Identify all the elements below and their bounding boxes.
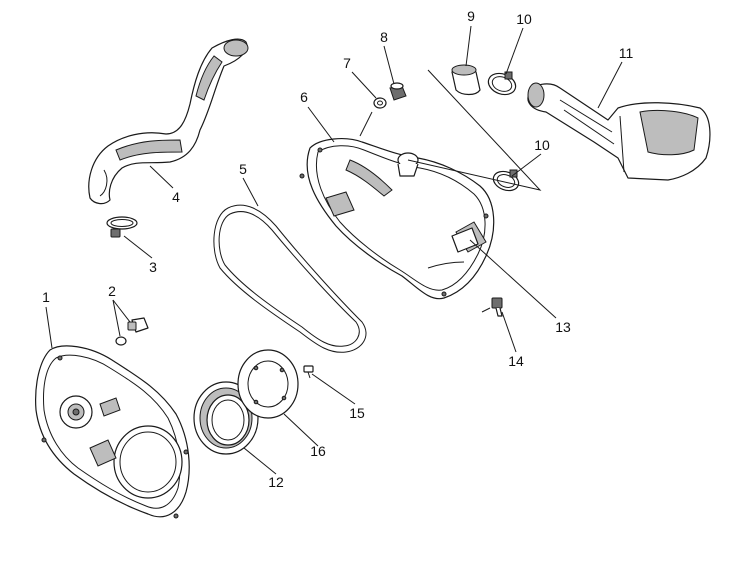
callout-15: 15 [349, 405, 365, 421]
callout-2: 2 [108, 283, 116, 299]
callout-14: 14 [508, 353, 524, 369]
callout-12: 12 [268, 474, 284, 490]
part-2-bolt-washer [115, 317, 149, 346]
leader-lines [45, 25, 623, 475]
callout-4: 4 [172, 189, 180, 205]
part-13-label [451, 227, 479, 253]
callout-7: 7 [343, 55, 351, 71]
part-16-plate [237, 349, 299, 419]
part-9-coupler [451, 64, 481, 96]
part-12-seal [193, 381, 259, 455]
part-1-outer-cover [35, 345, 190, 519]
callout-1: 1 [42, 289, 50, 305]
callout-5: 5 [239, 161, 247, 177]
callout-numbers: 1 2 3 4 5 6 7 8 9 10 10 11 12 13 14 15 1… [42, 8, 633, 490]
callout-11: 11 [619, 45, 634, 61]
callout-6: 6 [300, 89, 308, 105]
part-5-drive-belt [213, 204, 367, 353]
part-6-inner-cover [299, 138, 495, 300]
callout-13: 13 [555, 319, 571, 335]
callout-16: 16 [310, 443, 326, 459]
part-15-screw [303, 365, 314, 379]
callout-10-lower: 10 [534, 137, 550, 153]
part-11-air-duct [527, 82, 711, 181]
part-4-intake-duct [88, 38, 249, 205]
callout-9: 9 [467, 8, 475, 24]
part-10-clamp-upper [487, 71, 517, 96]
part-3-clamp [106, 216, 138, 238]
part-8-fitting [389, 82, 407, 101]
part-14-bolt [481, 297, 503, 317]
part-7-washer [373, 97, 387, 109]
callout-8: 8 [380, 29, 388, 45]
callout-10-upper: 10 [516, 11, 532, 27]
callout-3: 3 [149, 259, 157, 275]
